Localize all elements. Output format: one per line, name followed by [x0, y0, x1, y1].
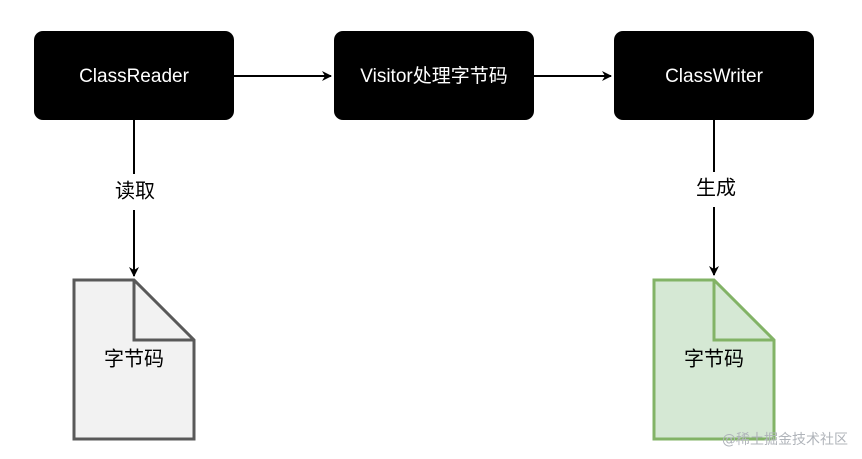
document-output-fold: [712, 280, 774, 342]
document-input-shape: [72, 278, 196, 441]
edge-label-read: 读取: [115, 179, 155, 203]
node-class-reader: ClassReader: [34, 31, 234, 120]
document-input-bytecode: 字节码: [72, 278, 196, 441]
document-output-shape: [652, 278, 776, 441]
document-input-label: 字节码: [104, 347, 164, 371]
node-class-writer: ClassWriter: [614, 31, 814, 120]
document-output-bytecode: 字节码: [652, 278, 776, 441]
node-class-reader-label: ClassReader: [79, 66, 189, 87]
document-input-fold: [132, 280, 194, 342]
node-visitor-label: Visitor处理字节码: [360, 65, 507, 87]
node-class-writer-label: ClassWriter: [665, 66, 763, 87]
document-output-label: 字节码: [684, 347, 744, 371]
watermark-text: @稀土掘金技术社区: [722, 432, 848, 448]
node-visitor: Visitor处理字节码: [334, 31, 534, 120]
edge-label-generate: 生成: [696, 176, 736, 200]
